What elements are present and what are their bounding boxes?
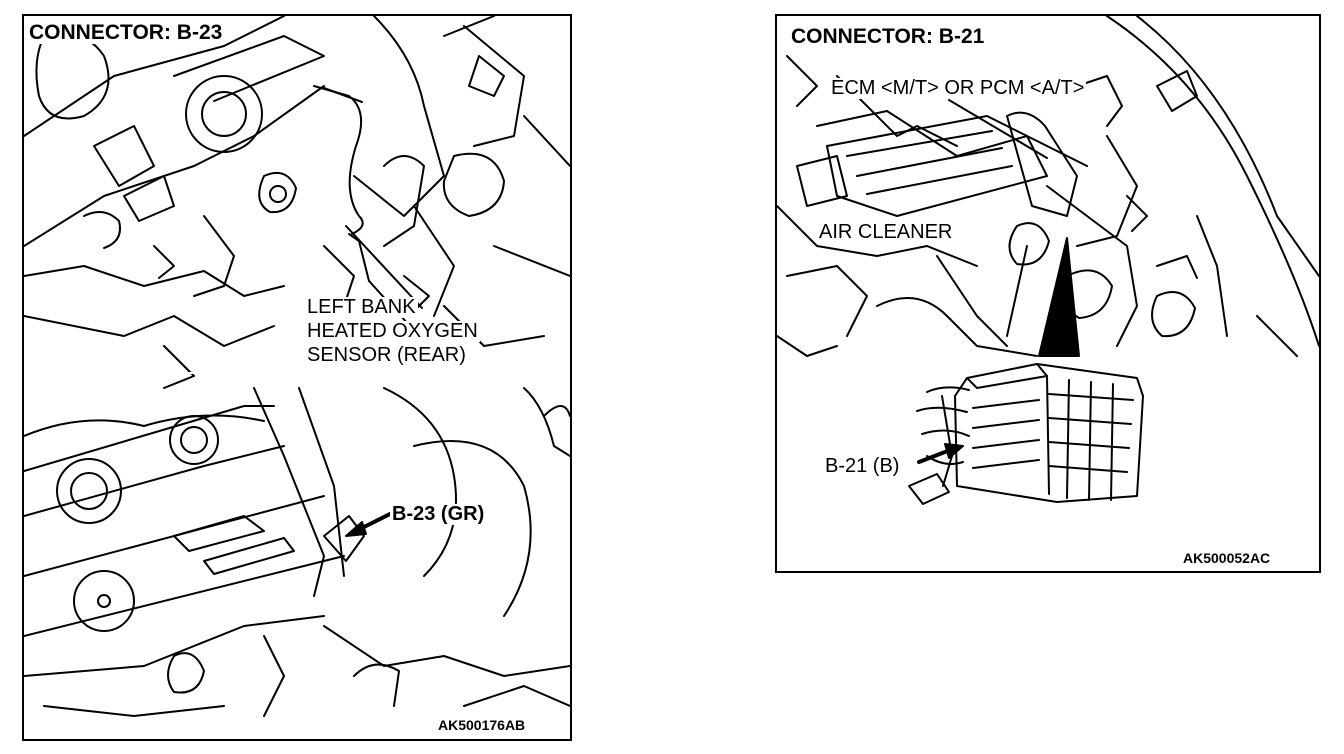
connector-callout: B-21 (B) xyxy=(823,455,902,477)
module-leader-line xyxy=(948,99,1048,159)
upper-engine-drawing xyxy=(24,16,570,389)
figure-connector-b21: CONNECTOR: B-21 ECM <M/T> OR PCM <A/T> A… xyxy=(775,14,1321,573)
air-cleaner-label: AIR CLEANER xyxy=(817,221,955,243)
b21-arrow-head xyxy=(944,443,964,459)
module-label: ECM <M/T> OR PCM <A/T> xyxy=(829,77,1087,99)
figure-code: AK500052AC xyxy=(1183,550,1271,566)
sensor-leader-line xyxy=(345,225,423,309)
b21-arrow-shaft xyxy=(917,450,947,464)
upper-engine-drawing xyxy=(777,16,1319,357)
sensor-label-line2: HEATED OXYGEN xyxy=(305,320,480,342)
lower-engine-drawing xyxy=(24,387,570,717)
sensor-label-line1: LEFT BANK xyxy=(305,296,418,318)
pointer-wedge xyxy=(1038,237,1080,357)
b23-arrow-head xyxy=(345,521,367,537)
figure-code: AK500176AB xyxy=(438,717,526,733)
sensor-label-line3: SENSOR (REAR) xyxy=(305,344,468,366)
figure-connector-b23: CONNECTOR: B-23 LEFT BANK HEATED OXYGEN … xyxy=(22,14,572,741)
subfigure-divider xyxy=(24,372,570,374)
ecm-pcm-module xyxy=(908,363,1144,505)
figure-title: CONNECTOR: B-21 xyxy=(789,25,987,49)
engine-bay-illustration-right xyxy=(777,16,1319,505)
figure-title: CONNECTOR: B-23 xyxy=(27,21,225,45)
b23-arrow-shaft xyxy=(360,512,392,530)
connector-callout: B-23 (GR) xyxy=(390,503,487,525)
engine-bay-illustration-left xyxy=(24,16,570,717)
